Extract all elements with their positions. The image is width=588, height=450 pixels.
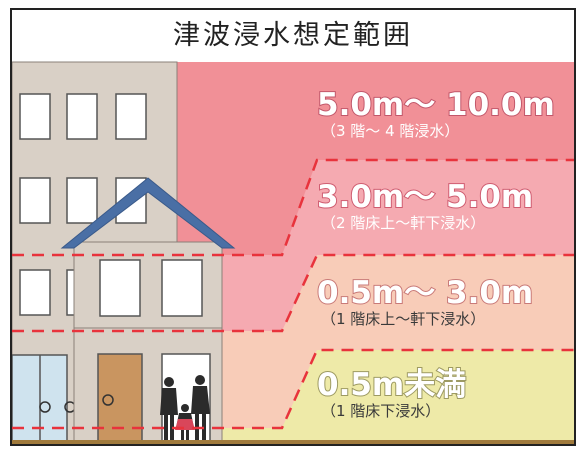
level-label-2: 0.5m～ 3.0m （1 階床上～軒下浸水） [316,275,534,328]
inundation-illustration [12,61,574,444]
diagram-frame: 津波浸水想定範囲 [10,8,576,446]
level-range-3: 3.0m～ 5.0m [316,179,534,215]
water-level-lines [12,158,574,430]
level-label-1: 0.5m未満 （1 階床下浸水） [316,367,467,420]
level-range-1: 0.5m未満 [316,367,467,403]
band-level1 [12,350,574,444]
level-note-2: （1 階床上～軒下浸水） [321,310,486,328]
level-note-4: （3 階～ 4 階浸水） [321,122,460,140]
level-range-4: 5.0m～ 10.0m [316,87,556,123]
level-label-3: 3.0m～ 5.0m （2 階床上～軒下浸水） [316,179,534,232]
ground [12,440,574,444]
diagram-title: 津波浸水想定範囲 [173,20,413,51]
level-label-4: 5.0m～ 10.0m （3 階～ 4 階浸水） [316,87,556,140]
level-range-2: 0.5m～ 3.0m [316,275,534,311]
level-note-1: （1 階床下浸水） [321,402,441,420]
level-note-3: （2 階床上～軒下浸水） [321,214,486,232]
